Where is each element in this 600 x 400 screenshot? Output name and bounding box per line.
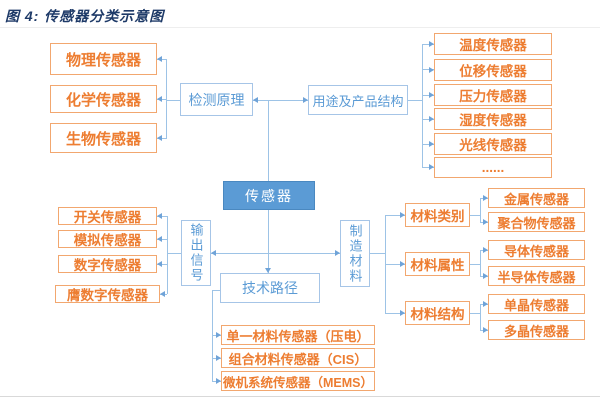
connector-line bbox=[480, 198, 481, 222]
arrowhead-icon bbox=[216, 377, 221, 384]
connector-line bbox=[166, 59, 167, 139]
bottom-divider bbox=[0, 396, 600, 397]
arrowhead-icon bbox=[264, 268, 271, 273]
node-chemical-sensor: 化学传感器 bbox=[50, 85, 157, 113]
node-physical-sensor: 物理传感器 bbox=[50, 43, 157, 75]
arrowhead-icon bbox=[157, 55, 162, 62]
connector-line bbox=[166, 100, 180, 101]
connector-line bbox=[268, 210, 269, 273]
connector-line bbox=[167, 216, 168, 294]
node-polymer-sensor: 聚合物传感器 bbox=[488, 212, 585, 232]
arrowhead-icon bbox=[211, 249, 216, 256]
node-usage-structure: 用途及产品结构 bbox=[308, 85, 408, 115]
arrowhead-icon bbox=[157, 260, 162, 267]
arrowhead-icon bbox=[429, 40, 434, 47]
connector-line bbox=[370, 253, 385, 254]
connector-line bbox=[422, 69, 434, 70]
node-semiconductor-sensor: 半导体传感器 bbox=[488, 266, 585, 286]
arrowhead-icon bbox=[483, 272, 488, 279]
connector-line bbox=[211, 253, 268, 254]
node-output-signal: 输出信号 bbox=[181, 220, 211, 286]
title-divider bbox=[0, 27, 600, 28]
connector-line bbox=[157, 239, 167, 240]
arrowhead-icon bbox=[253, 96, 258, 103]
node-light-sensor: 光线传感器 bbox=[434, 133, 552, 155]
node-polycrystal-sensor: 多晶传感器 bbox=[488, 320, 585, 340]
connector-line bbox=[480, 250, 481, 276]
connector-line bbox=[408, 100, 422, 101]
connector-line bbox=[212, 290, 213, 381]
node-detection-principle: 检测原理 bbox=[180, 83, 253, 116]
node-usage-ellipsis: ...... bbox=[434, 157, 552, 178]
connector-line bbox=[480, 304, 481, 330]
arrowhead-icon bbox=[157, 235, 162, 242]
connector-line bbox=[470, 264, 480, 265]
node-displacement-sensor: 位移传感器 bbox=[434, 59, 552, 81]
arrowhead-icon bbox=[157, 212, 162, 219]
node-metal-sensor: 金属传感器 bbox=[488, 188, 585, 208]
arrowhead-icon bbox=[429, 163, 434, 170]
connector-line bbox=[422, 95, 434, 96]
connector-line bbox=[422, 167, 434, 168]
connector-line bbox=[422, 144, 434, 145]
connector-line bbox=[212, 290, 220, 291]
connector-line bbox=[470, 215, 480, 216]
arrowhead-icon bbox=[157, 95, 162, 102]
arrowhead-icon bbox=[483, 194, 488, 201]
connector-line bbox=[422, 44, 434, 45]
arrowhead-icon bbox=[483, 300, 488, 307]
arrowhead-icon bbox=[216, 354, 221, 361]
connector-line bbox=[157, 264, 167, 265]
connector-line bbox=[268, 100, 269, 181]
connector-line bbox=[385, 215, 386, 313]
connector-line bbox=[385, 264, 405, 265]
arrowhead-icon bbox=[216, 331, 221, 338]
node-digital-sensor: 数字传感器 bbox=[58, 255, 157, 273]
arrowhead-icon bbox=[483, 246, 488, 253]
connector-line bbox=[167, 253, 181, 254]
connector-line bbox=[268, 253, 340, 254]
node-tech-path: 技术路径 bbox=[220, 273, 320, 303]
node-mems-sensor: 微机系统传感器（MEMS） bbox=[221, 371, 375, 391]
arrowhead-icon bbox=[429, 115, 434, 122]
figure-title: 图 4: 传感器分类示意图 bbox=[5, 8, 165, 24]
node-temperature-sensor: 温度传感器 bbox=[434, 33, 552, 55]
node-conductor-sensor: 导体传感器 bbox=[488, 240, 585, 260]
arrowhead-icon bbox=[160, 290, 165, 297]
node-analog-sensor: 模拟传感器 bbox=[58, 230, 157, 248]
connector-line bbox=[422, 119, 434, 120]
node-humidity-sensor: 湿度传感器 bbox=[434, 108, 552, 130]
arrowhead-icon bbox=[400, 309, 405, 316]
node-monocrystal-sensor: 单晶传感器 bbox=[488, 294, 585, 314]
connector-line bbox=[157, 216, 167, 217]
node-manufacturing-material: 制造材料 bbox=[340, 220, 370, 287]
node-biological-sensor: 生物传感器 bbox=[50, 123, 157, 153]
node-composite-material-sensor: 组合材料传感器（CIS） bbox=[221, 348, 375, 368]
node-material-property: 材料属性 bbox=[405, 252, 470, 276]
node-pressure-sensor: 压力传感器 bbox=[434, 84, 552, 106]
arrowhead-icon bbox=[400, 211, 405, 218]
arrowhead-icon bbox=[483, 218, 488, 225]
arrowhead-icon bbox=[400, 260, 405, 267]
connector-line bbox=[470, 313, 480, 314]
arrowhead-icon bbox=[303, 96, 308, 103]
node-sensor-root: 传感器 bbox=[223, 181, 315, 210]
arrowhead-icon bbox=[429, 91, 434, 98]
connector-line bbox=[385, 215, 405, 216]
connector-line bbox=[253, 100, 308, 101]
arrowhead-icon bbox=[483, 326, 488, 333]
arrowhead-icon bbox=[335, 249, 340, 256]
arrowhead-icon bbox=[429, 140, 434, 147]
node-single-material-sensor: 单一材料传感器（压电） bbox=[221, 325, 375, 345]
arrowhead-icon bbox=[157, 134, 162, 141]
connector-line bbox=[385, 313, 405, 314]
node-pseudo-digital-sensor: 膺数字传感器 bbox=[55, 285, 160, 303]
node-material-structure: 材料结构 bbox=[405, 301, 470, 325]
node-material-category: 材料类别 bbox=[405, 203, 470, 227]
arrowhead-icon bbox=[429, 66, 434, 73]
connector-line bbox=[422, 44, 423, 167]
node-switch-sensor: 开关传感器 bbox=[58, 207, 157, 225]
